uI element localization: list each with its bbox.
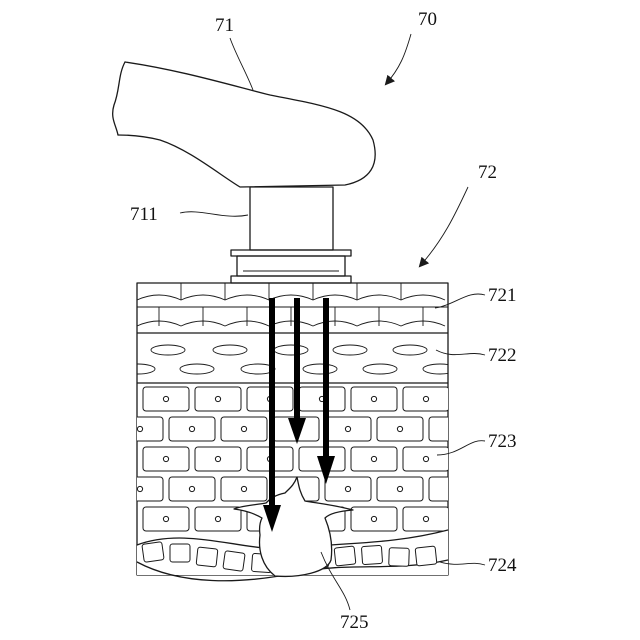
label-skin-structure: 72 — [478, 162, 497, 183]
label-handpiece: 71 — [215, 15, 234, 36]
label-device-assembly: 70 — [418, 9, 437, 30]
label-spinous-layer: 723 — [488, 431, 517, 452]
stratum-corneum-layer — [137, 283, 448, 333]
label-granular-layer: 722 — [488, 345, 517, 366]
granular-layer — [121, 345, 457, 383]
label-basal-layer: 724 — [488, 555, 517, 576]
skin-structure — [117, 283, 475, 581]
label-stratum-corneum: 721 — [488, 285, 517, 306]
label-tip: 711 — [130, 204, 158, 225]
handpiece — [113, 62, 376, 187]
tip — [231, 187, 351, 283]
label-melanocyte: 725 — [340, 612, 369, 633]
